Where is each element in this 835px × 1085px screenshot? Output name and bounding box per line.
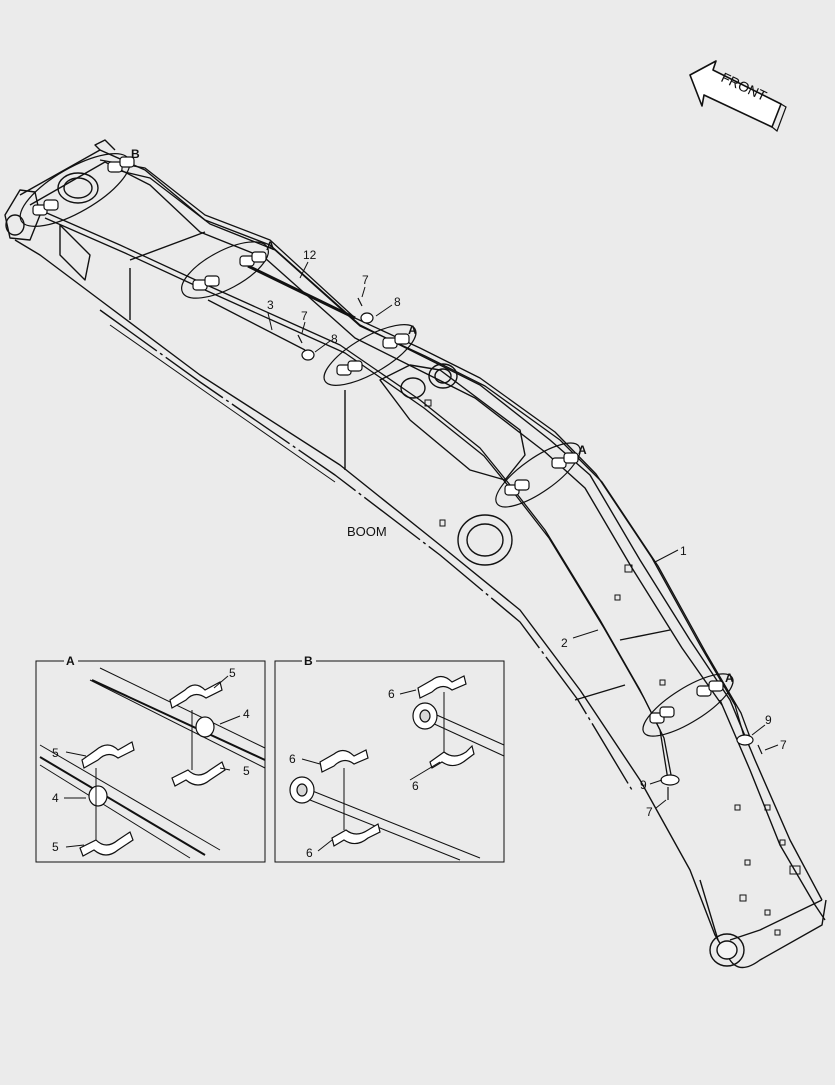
callout-7-b: 7 [301,309,308,323]
callout-2: 2 [561,636,568,650]
boom-clamp-groups [19,153,763,800]
callout-7-a: 7 [362,273,369,287]
detail-b-label-6-bottom: 6 [306,846,313,860]
callout-12: 12 [303,248,317,262]
callout-3: 3 [267,298,274,312]
section-callout-a-4: A [725,671,734,685]
detail-a-label-4-left: 4 [52,791,59,805]
detail-a-label-5-right: 5 [243,764,250,778]
detail-a-label-5-left: 5 [52,746,59,760]
detail-b-label-6-top: 6 [388,687,395,701]
boom-structure [4,139,827,969]
boom-bolt-marks [424,399,801,936]
section-callout-a-2: A [408,323,417,337]
callout-8-b: 8 [331,332,338,346]
detail-a-label-4-top: 4 [243,707,250,721]
detail-b-title: B [304,654,313,668]
main-callouts: 1 2 3 12 7 7 8 8 9 9 7 7 B A A A A BOOM [131,147,787,819]
callout-8-a: 8 [394,295,401,309]
section-callout-b: B [131,147,140,161]
callout-7-c: 7 [780,738,787,752]
callout-9-b: 9 [640,778,647,792]
callout-9-a: 9 [765,713,772,727]
detail-a-title: A [66,654,75,668]
detail-b-label-6-right: 6 [412,779,419,793]
boom-label: BOOM [347,524,387,539]
section-callout-a-1: A [266,239,275,253]
section-callout-a-3: A [578,443,587,457]
callout-7-d: 7 [646,805,653,819]
detail-a-panel: A 5 4 5 5 4 5 [35,652,266,863]
detail-a-label-5-bottom: 5 [52,840,59,854]
detail-b-panel: B 6 6 6 6 [274,652,505,863]
detail-b-label-6-left: 6 [289,752,296,766]
callout-1: 1 [680,544,687,558]
front-arrow-icon: FRONT [689,60,787,132]
detail-a-label-5-top: 5 [229,666,236,680]
